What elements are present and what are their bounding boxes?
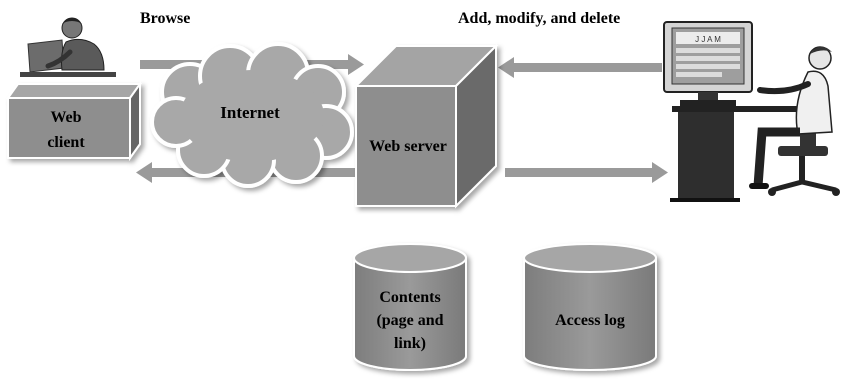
arrow-server-to-admin [505, 162, 668, 183]
arrow-admin-to-server [498, 57, 662, 78]
internet-cloud [150, 42, 354, 188]
web-server-box [353, 43, 499, 209]
contents-database [353, 243, 467, 371]
web-client-label-line1: Web [50, 109, 81, 126]
contents-label-line3: link) [394, 335, 426, 352]
web-client-box [6, 80, 142, 162]
browse-label: Browse [140, 10, 190, 27]
person-at-laptop-icon [20, 17, 116, 77]
access-log-database [523, 243, 657, 371]
contents-label-line2: (page and [376, 312, 443, 329]
internet-label: Internet [220, 103, 280, 122]
access-log-label: Access log [555, 312, 625, 329]
admin-action-label: Add, modify, and delete [458, 10, 620, 27]
web-client-label-line2: client [47, 134, 85, 151]
contents-label-line1: Contents [379, 289, 440, 306]
web-server-label: Web server [369, 138, 447, 155]
monitor-letters: J J A M [695, 35, 721, 44]
person-at-desktop-computer-icon: J J A M [663, 21, 840, 202]
